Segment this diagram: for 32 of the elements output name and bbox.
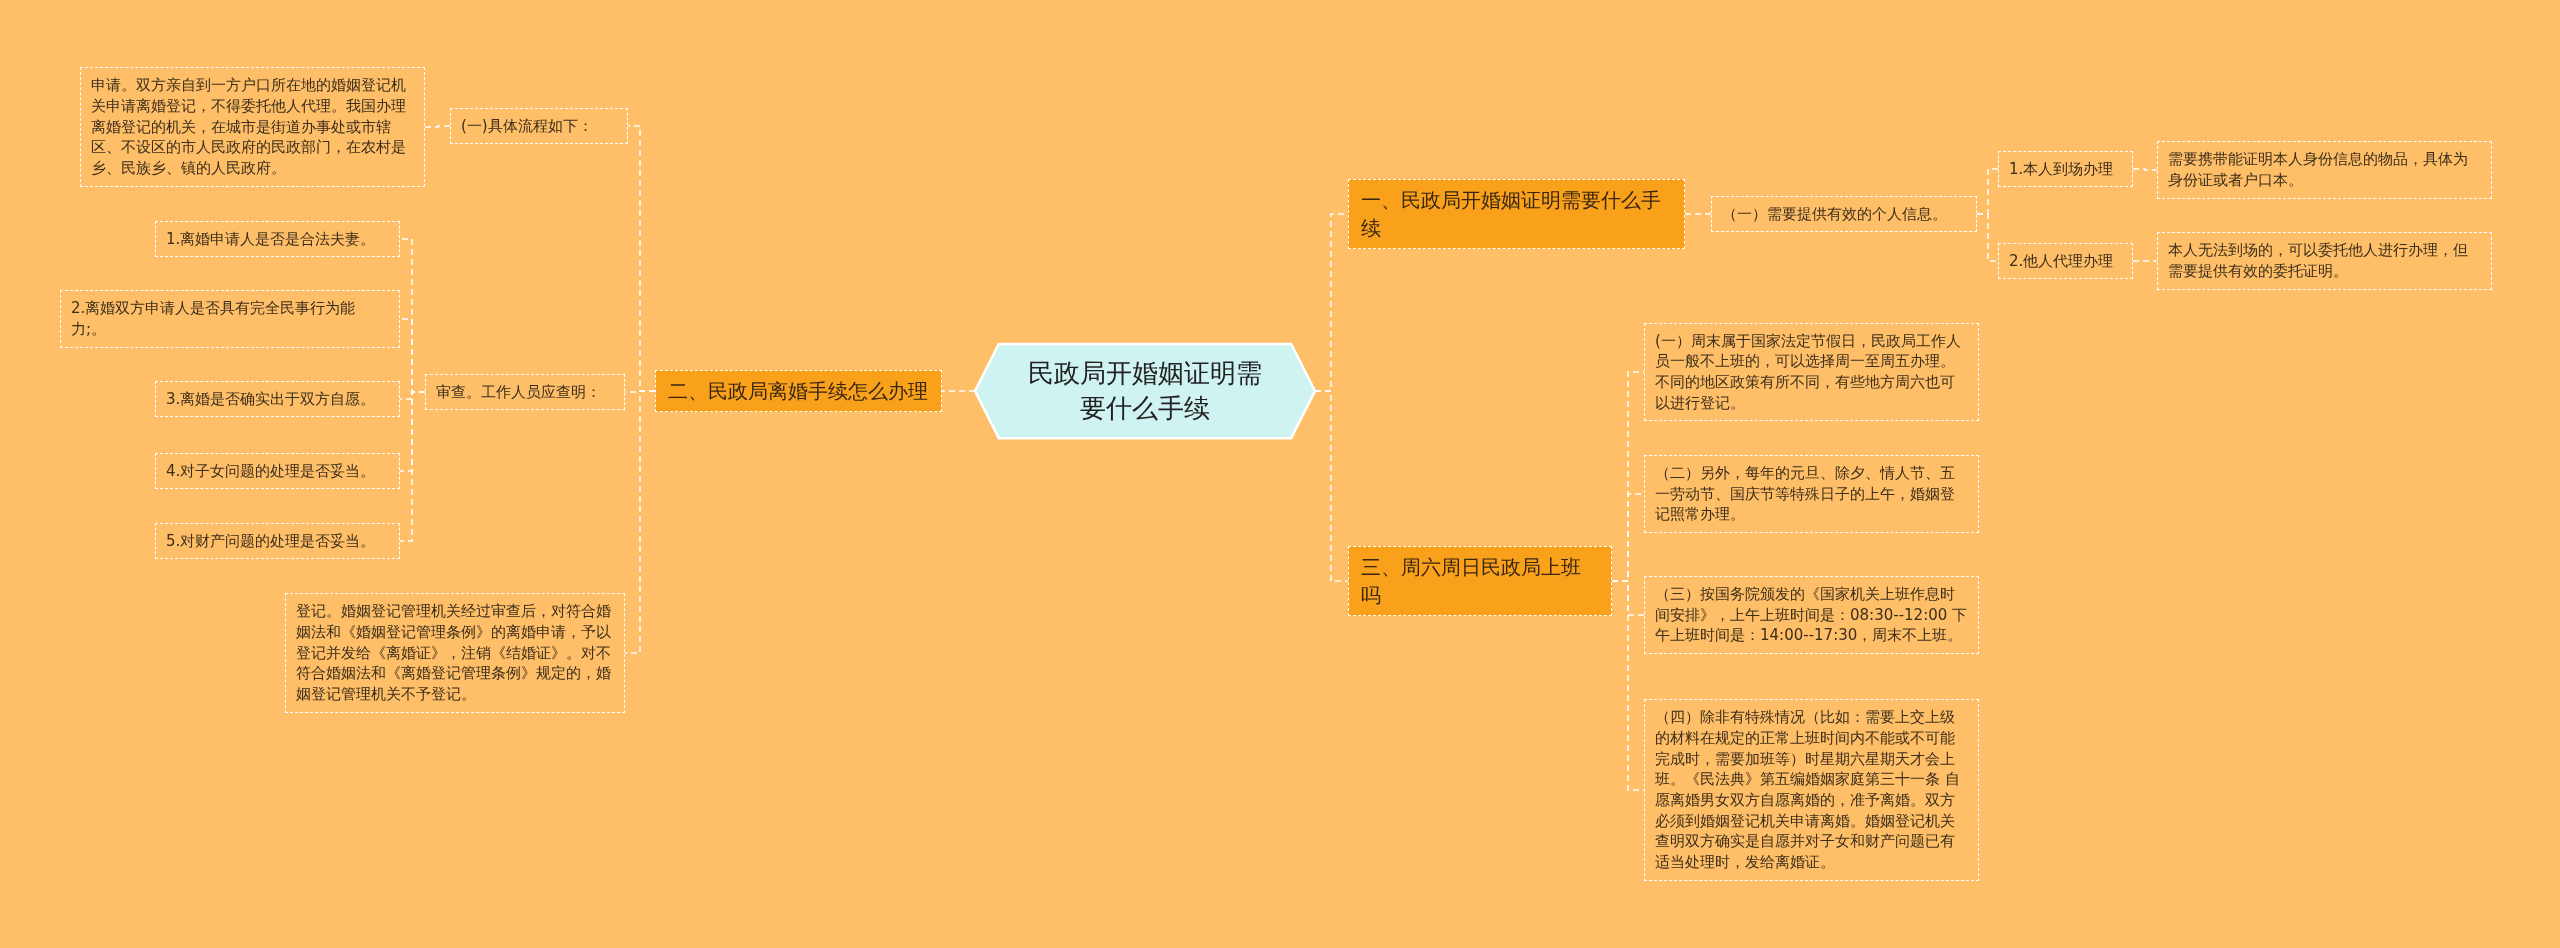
connector-line — [1611, 580, 1645, 791]
topic-box: 5.对财产问题的处理是否妥当。 — [155, 522, 400, 560]
topic-box: 1.离婚申请人是否是合法夫妻。 — [155, 220, 400, 258]
topic-box: （四）除非有特殊情况（比如：需要上交上级的材料在规定的正常上班时间内不能或不可能完成时，需要加班等）时星期六星期天才会上班。《民法典》第五编婚姻家庭第三十一条 自愿离婚男女双方自愿离婚的，准予离婚。双方必须到婚姻登记机关申请离婚。婚姻登记机关查明双方确实是自愿并对子女和财产问题已有适当处理时，发给离婚证。 — [1644, 699, 1979, 881]
topic-box: 2.他人代理办理 — [1998, 242, 2133, 280]
topic-box: 3.离婚是否确实出于双方自愿。 — [155, 380, 400, 418]
topic-box: 2.离婚双方申请人是否具有完全民事行为能力;。 — [60, 290, 400, 348]
connector-line — [1684, 213, 1712, 215]
topic-box: 登记。婚姻登记管理机关经过审查后，对符合婚姻法和《婚姻登记管理条例》的离婚申请，予以登记并发给《离婚证》，注销《结婚证》。对不符合婚姻法和《离婚登记管理条例》规定的，婚姻登记管理机关不予登记。 — [285, 593, 625, 713]
central-topic-hexagon: 民政局开婚姻证明需要什么手续 — [975, 343, 1315, 439]
topic-box: (一)具体流程如下： — [450, 107, 628, 145]
connector-line — [399, 391, 426, 542]
topic-box: 4.对子女问题的处理是否妥当。 — [155, 452, 400, 490]
topic-box: 本人无法到场的，可以委托他人进行办理，但需要提供有效的委托证明。 — [2157, 232, 2492, 290]
topic-box: 需要携带能证明本人身份信息的物品，具体为身份证或者户口本。 — [2157, 141, 2492, 199]
branch-topic-box: 一、民政局开婚姻证明需要什么手续 — [1348, 179, 1685, 249]
topic-box: (一）周末属于国家法定节假日，民政局工作人员一般不上班的，可以选择周一至周五办理。不同的地区政策有所不同，有些地方周六也可以进行登记。 — [1644, 322, 1979, 422]
topic-box: （三）按国务院颁发的《国家机关上班作息时间安排》，上午上班时间是：08:30--12:00 下午上班时间是：14:00--17:30，周末不上班。 — [1644, 575, 1979, 655]
connector-line — [1976, 213, 1999, 262]
branch-topic-box: 二、民政局离婚手续怎么办理 — [655, 370, 942, 412]
connector-line — [941, 390, 976, 392]
connector-line — [424, 125, 451, 128]
branch-topic-box: 三、周六周日民政局上班吗 — [1348, 546, 1612, 616]
connector-line — [2132, 260, 2158, 262]
topic-box: （二）另外，每年的元旦、除夕、情人节、五一劳动节、国庆节等特殊日子的上午，婚姻登记照常办理。 — [1644, 454, 1979, 534]
connector-line — [624, 390, 656, 654]
connector-line — [1314, 390, 1349, 582]
topic-box: 申请。双方亲自到一方户口所在地的婚姻登记机关申请离婚登记，不得委托他人代理。我国办理离婚登记的机关，在城市是街道办事处或市辖区、不设区的市人民政府的民政部门，在农村是乡、民族乡、镇的人民政府。 — [80, 67, 425, 187]
topic-box: 审查。工作人员应查明： — [425, 373, 625, 411]
topic-box: （一）需要提供有效的个人信息。 — [1711, 195, 1977, 233]
connector-line — [2132, 168, 2158, 171]
topic-box: 1.本人到场办理 — [1998, 150, 2133, 188]
